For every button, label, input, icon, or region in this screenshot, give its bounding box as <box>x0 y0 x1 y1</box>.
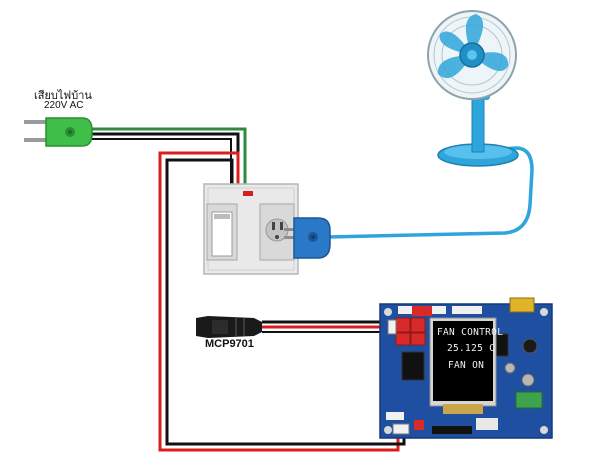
sensor-connector <box>387 319 397 335</box>
ac-plug <box>24 117 93 147</box>
power-indicator-led <box>243 191 253 196</box>
electric-fan <box>427 10 519 167</box>
control-board <box>379 297 553 439</box>
lcd-screen <box>433 321 493 401</box>
switch-socket-plate <box>203 183 299 275</box>
sensor-cable <box>262 320 392 333</box>
fan-cable <box>327 146 534 239</box>
mcp9701-sensor <box>196 316 262 338</box>
power-connector <box>392 423 410 435</box>
light-switch[interactable] <box>206 203 238 261</box>
plug-voltage-label: 220V AC <box>44 100 84 111</box>
supply-cable-to-board <box>158 151 406 452</box>
lcd-temperature-text: 25.125 C <box>447 343 496 354</box>
wall-socket <box>259 203 295 261</box>
plug-label-thai: เสียบไฟบ้าน <box>34 90 92 102</box>
sensor-label: MCP9701 <box>205 338 254 350</box>
lcd-title-text: FAN CONTROL <box>437 327 504 338</box>
fan-plug <box>284 217 331 259</box>
lcd-fan-status-text: FAN ON <box>448 360 485 371</box>
